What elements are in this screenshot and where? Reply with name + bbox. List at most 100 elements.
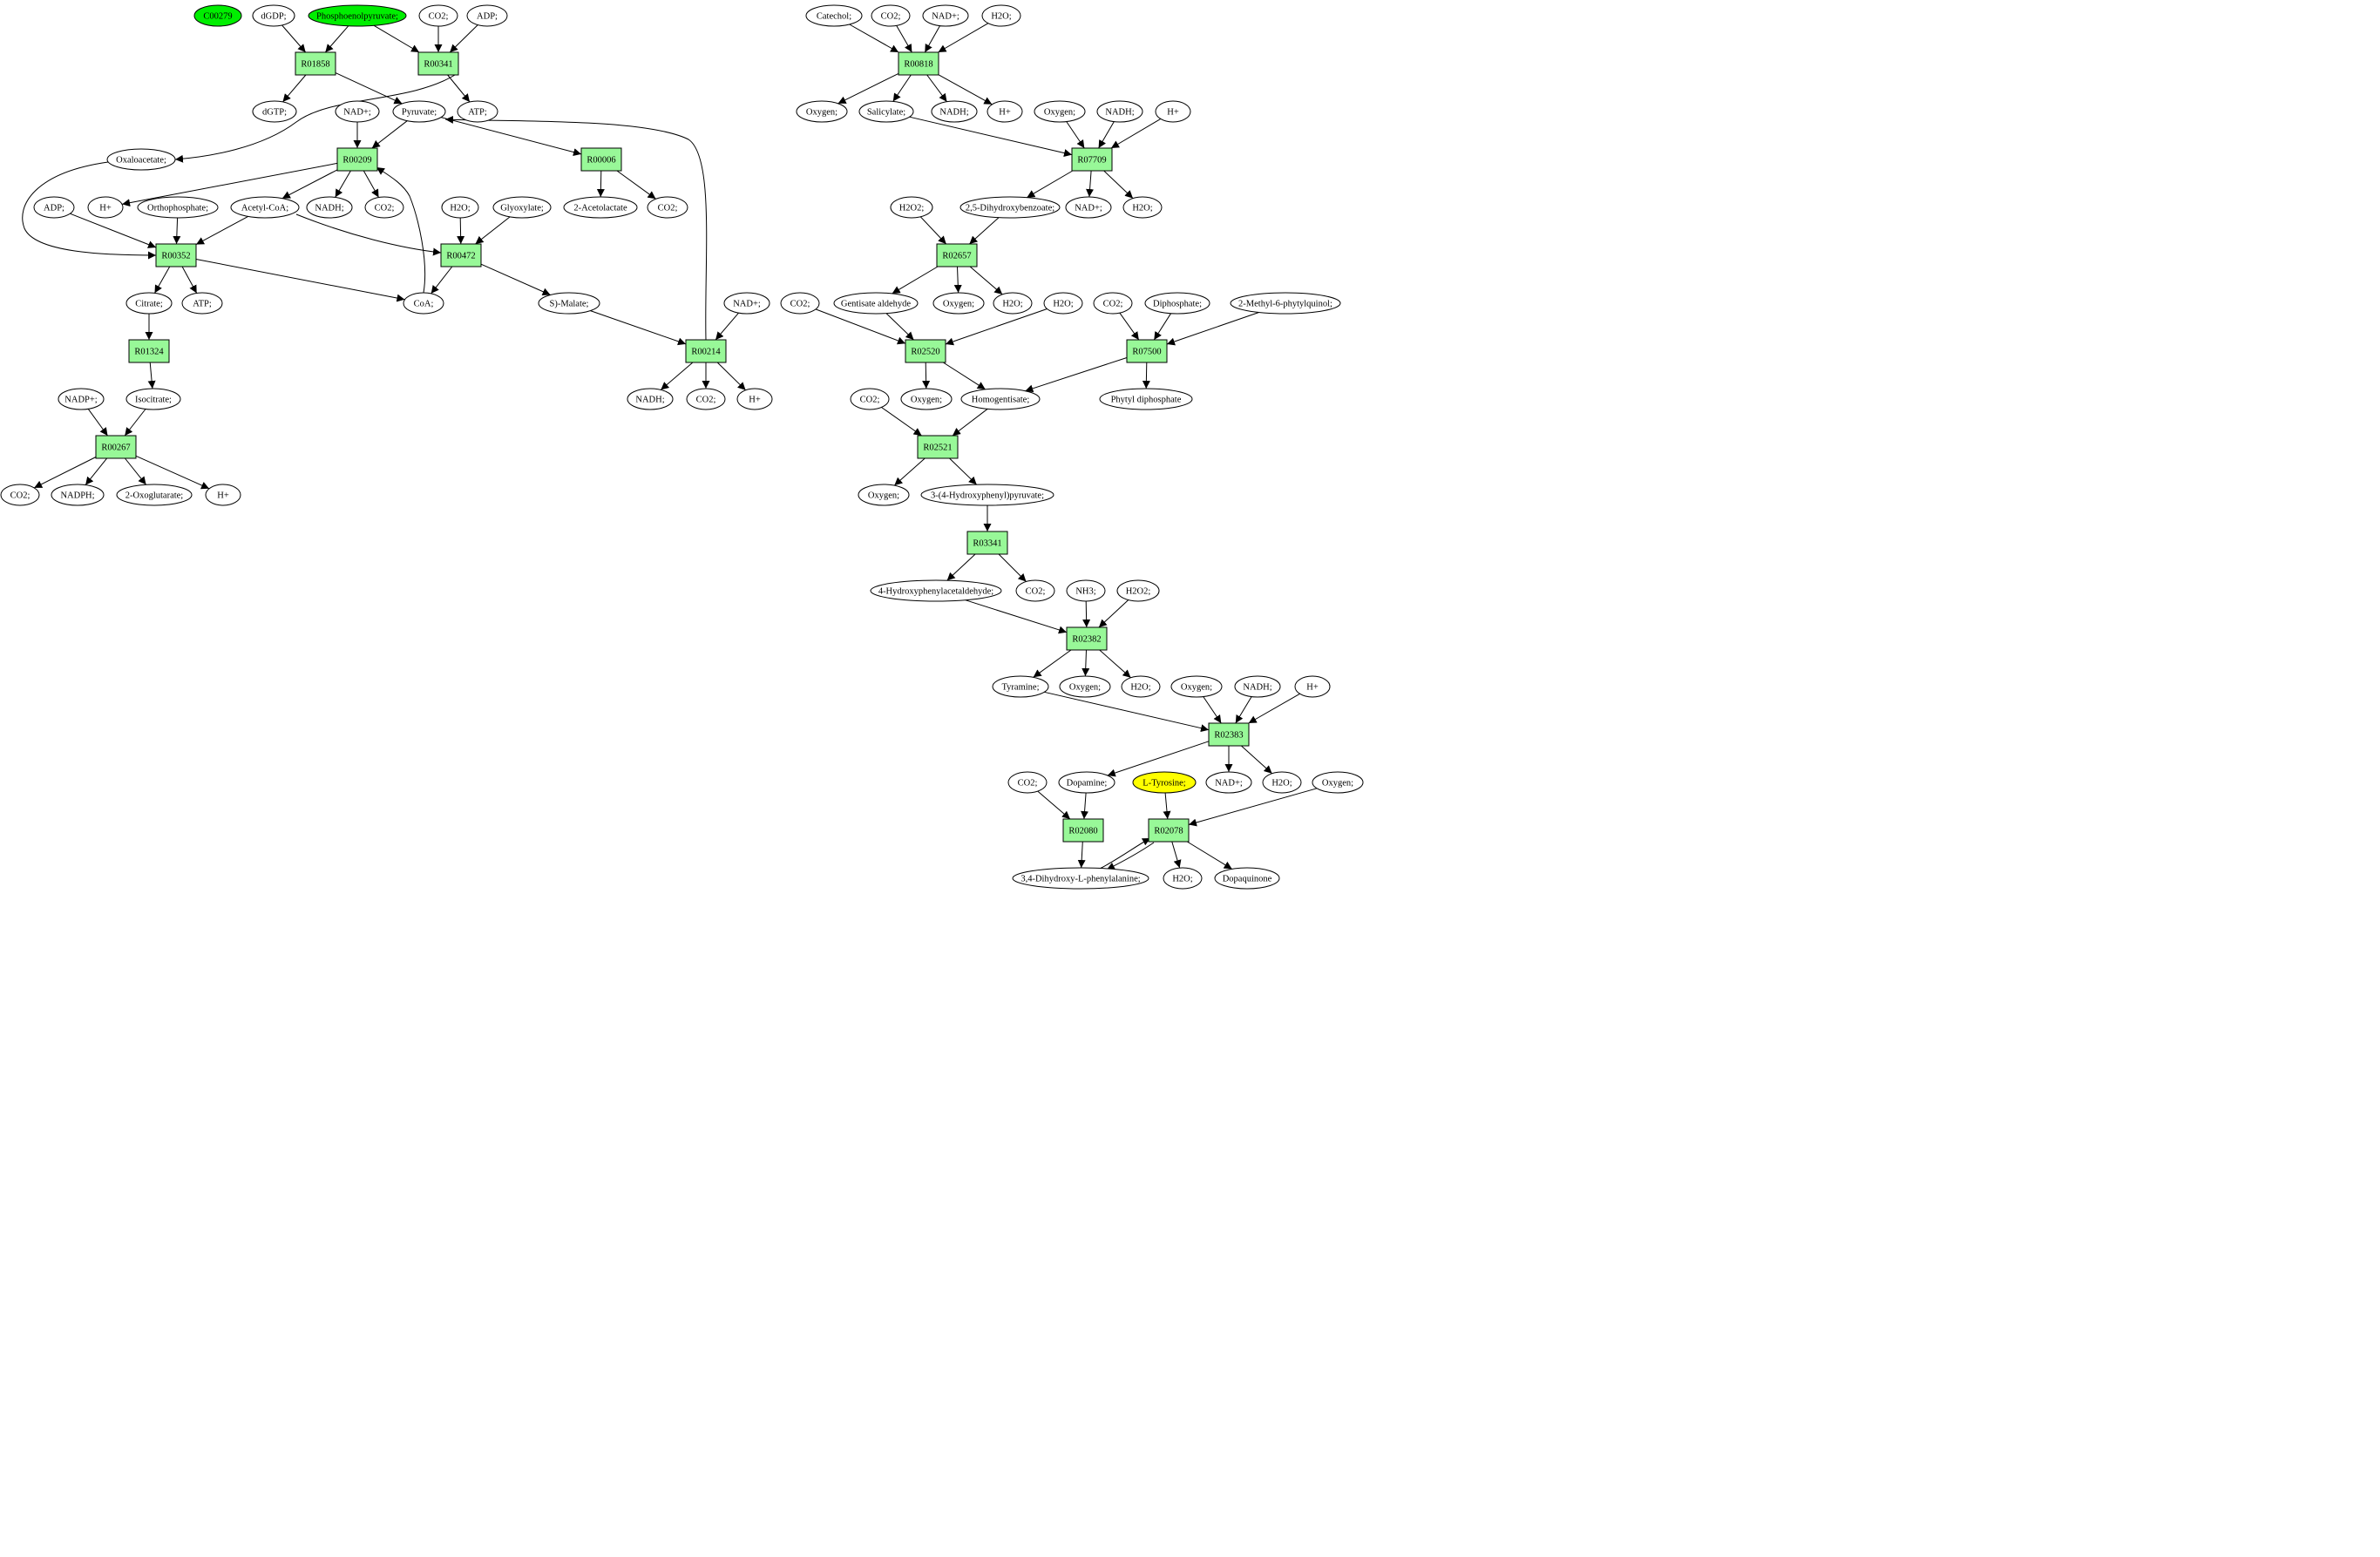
metabolite-node-co2[interactable]: CO2; [850, 388, 890, 410]
metabolite-node-acetyl-coa[interactable]: Acetyl-CoA; [230, 196, 300, 219]
metabolite-node-h[interactable]: H+ [736, 388, 773, 410]
metabolite-node-salicylate[interactable]: Salicylate; [858, 100, 914, 123]
metabolite-node-oxygen[interactable]: Oxygen; [1170, 675, 1223, 698]
reaction-node-r00006[interactable]: R00006 [580, 147, 622, 172]
metabolite-node-nad[interactable]: NAD+; [1065, 196, 1112, 219]
metabolite-node-h[interactable]: H+ [87, 196, 124, 219]
metabolite-node-nadh[interactable]: NADH; [931, 100, 978, 123]
metabolite-node-dopamine[interactable]: Dopamine; [1058, 771, 1115, 794]
metabolite-node-co2[interactable]: CO2; [686, 388, 726, 410]
metabolite-node-nadph[interactable]: NADPH; [51, 484, 105, 506]
metabolite-node-h2o2[interactable]: H2O2; [890, 196, 933, 219]
metabolite-node-co2[interactable]: CO2; [780, 292, 820, 315]
metabolite-node-l-tyrosine[interactable]: L-Tyrosine; [1132, 771, 1197, 794]
reaction-node-r02080[interactable]: R02080 [1062, 818, 1104, 843]
metabolite-node-h2o[interactable]: H2O; [1122, 196, 1163, 219]
metabolite-node-phytyl-diphosphate[interactable]: Phytyl diphosphate [1099, 388, 1193, 410]
metabolite-node-oxygen[interactable]: Oxygen; [900, 388, 953, 410]
metabolite-node-nadp[interactable]: NADP+; [58, 388, 105, 410]
metabolite-node-atp[interactable]: ATP; [457, 100, 498, 123]
reaction-node-r00267[interactable]: R00267 [95, 435, 137, 459]
metabolite-node-oxygen[interactable]: Oxygen; [1312, 771, 1364, 794]
metabolite-node-pyruvate[interactable]: Pyruvate; [392, 100, 446, 123]
metabolite-node-h2o2[interactable]: H2O2; [1116, 579, 1160, 602]
metabolite-node-h2o[interactable]: H2O; [1043, 292, 1083, 315]
metabolite-node-h[interactable]: H+ [1155, 100, 1191, 123]
metabolite-node-nh3[interactable]: NH3; [1066, 579, 1106, 602]
metabolite-node-isocitrate[interactable]: Isocitrate; [125, 388, 181, 410]
metabolite-node-co2[interactable]: CO2; [647, 196, 688, 219]
reaction-node-r00352[interactable]: R00352 [155, 243, 197, 267]
metabolite-node-h2o[interactable]: H2O; [993, 292, 1033, 315]
reaction-node-r02520[interactable]: R02520 [905, 339, 946, 363]
metabolite-node-h2o[interactable]: H2O; [1262, 771, 1302, 794]
reaction-node-r00209[interactable]: R00209 [336, 147, 378, 172]
metabolite-node-dgdp[interactable]: dGDP; [252, 4, 295, 27]
metabolite-node-s-malate[interactable]: S)-Malate; [538, 292, 600, 315]
metabolite-node-nadh[interactable]: NADH; [1234, 675, 1281, 698]
metabolite-node-3-4-hydroxyphenyl-pyruvate[interactable]: 3-(4-Hydroxyphenyl)pyruvate; [920, 484, 1054, 506]
metabolite-node-co2[interactable]: CO2; [1015, 579, 1055, 602]
reaction-node-r02521[interactable]: R02521 [917, 435, 959, 459]
metabolite-node-tyramine[interactable]: Tyramine; [992, 675, 1049, 698]
reaction-node-r02382[interactable]: R02382 [1066, 626, 1108, 651]
metabolite-node-co2[interactable]: CO2; [0, 484, 40, 506]
metabolite-node-nadh[interactable]: NADH; [627, 388, 674, 410]
metabolite-node-nad[interactable]: NAD+; [335, 100, 380, 123]
reaction-node-r02383[interactable]: R02383 [1208, 722, 1250, 747]
metabolite-node-adp[interactable]: ADP; [466, 4, 508, 27]
metabolite-node-2-methyl-6-phytylquinol[interactable]: 2-Methyl-6-phytylquinol; [1230, 292, 1341, 315]
reaction-node-r01858[interactable]: R01858 [295, 51, 336, 76]
metabolite-node-h2o[interactable]: H2O; [981, 4, 1021, 27]
reaction-node-r00341[interactable]: R00341 [417, 51, 459, 76]
metabolite-node-h[interactable]: H+ [205, 484, 241, 506]
metabolite-node-oxygen[interactable]: Oxygen; [932, 292, 985, 315]
metabolite-node-oxygen[interactable]: Oxygen; [796, 100, 848, 123]
metabolite-node-coa[interactable]: CoA; [403, 292, 444, 315]
metabolite-node-co2[interactable]: CO2; [1007, 771, 1048, 794]
metabolite-node-oxygen[interactable]: Oxygen; [1059, 675, 1111, 698]
metabolite-node-4-hydroxyphenylacetaldehyde[interactable]: 4-Hydroxyphenylacetaldehyde; [870, 579, 1002, 602]
metabolite-node-phosphoenolpyruvate[interactable]: Phosphoenolpyruvate; [308, 4, 407, 27]
metabolite-node-catechol[interactable]: Catechol; [805, 4, 863, 27]
metabolite-node-nadh[interactable]: NADH; [306, 196, 353, 219]
metabolite-node-dgtp[interactable]: dGTP; [252, 100, 297, 123]
reaction-node-r07709[interactable]: R07709 [1071, 147, 1113, 172]
metabolite-node-h2o[interactable]: H2O; [1163, 867, 1203, 890]
metabolite-node-orthophosphate[interactable]: Orthophosphate; [137, 196, 219, 219]
metabolite-node-3-4-dihydroxy-l-phenylalanine[interactable]: 3,4-Dihydroxy-L-phenylalanine; [1012, 867, 1149, 890]
metabolite-node-gentisate-aldehyde[interactable]: Gentisate aldehyde [833, 292, 919, 315]
metabolite-node-diphosphate[interactable]: Diphosphate; [1144, 292, 1210, 315]
metabolite-node-oxaloacetate[interactable]: Oxaloacetate; [106, 148, 176, 171]
metabolite-node-homogentisate[interactable]: Homogentisate; [960, 388, 1041, 410]
metabolite-node-oxygen[interactable]: Oxygen; [1034, 100, 1086, 123]
metabolite-node-2-oxoglutarate[interactable]: 2-Oxoglutarate; [116, 484, 193, 506]
metabolite-node-adp[interactable]: ADP; [33, 196, 75, 219]
metabolite-node-nadh[interactable]: NADH; [1096, 100, 1143, 123]
metabolite-node-nad[interactable]: NAD+; [922, 4, 969, 27]
metabolite-node-co2[interactable]: CO2; [418, 4, 458, 27]
reaction-node-r03341[interactable]: R03341 [966, 531, 1008, 555]
metabolite-node-co2[interactable]: CO2; [364, 196, 404, 219]
reaction-node-r00472[interactable]: R00472 [440, 243, 482, 267]
metabolite-node-citrate[interactable]: Citrate; [125, 292, 173, 315]
reaction-node-r00214[interactable]: R00214 [685, 339, 727, 363]
metabolite-node-h[interactable]: H+ [1294, 675, 1331, 698]
metabolite-node-nad[interactable]: NAD+; [723, 292, 770, 315]
reaction-node-r01324[interactable]: R01324 [128, 339, 170, 363]
metabolite-node-2-acetolactate[interactable]: 2-Acetolactate [563, 196, 638, 219]
metabolite-node-h2o[interactable]: H2O; [441, 196, 479, 219]
metabolite-node-h2o[interactable]: H2O; [1121, 675, 1161, 698]
reaction-node-r00818[interactable]: R00818 [898, 51, 939, 76]
metabolite-node-h[interactable]: H+ [987, 100, 1023, 123]
metabolite-node-co2[interactable]: CO2; [1093, 292, 1133, 315]
metabolite-node-co2[interactable]: CO2; [871, 4, 911, 27]
metabolite-node-nad[interactable]: NAD+; [1205, 771, 1252, 794]
metabolite-node-oxygen[interactable]: Oxygen; [858, 484, 910, 506]
reaction-node-r07500[interactable]: R07500 [1126, 339, 1168, 363]
reaction-node-r02078[interactable]: R02078 [1148, 818, 1190, 843]
metabolite-node-glyoxylate[interactable]: Glyoxylate; [492, 196, 552, 219]
metabolite-node-dopaquinone[interactable]: Dopaquinone [1214, 867, 1280, 890]
metabolite-node-c00279[interactable]: C00279 [193, 4, 242, 27]
metabolite-node-atp[interactable]: ATP; [181, 292, 223, 315]
